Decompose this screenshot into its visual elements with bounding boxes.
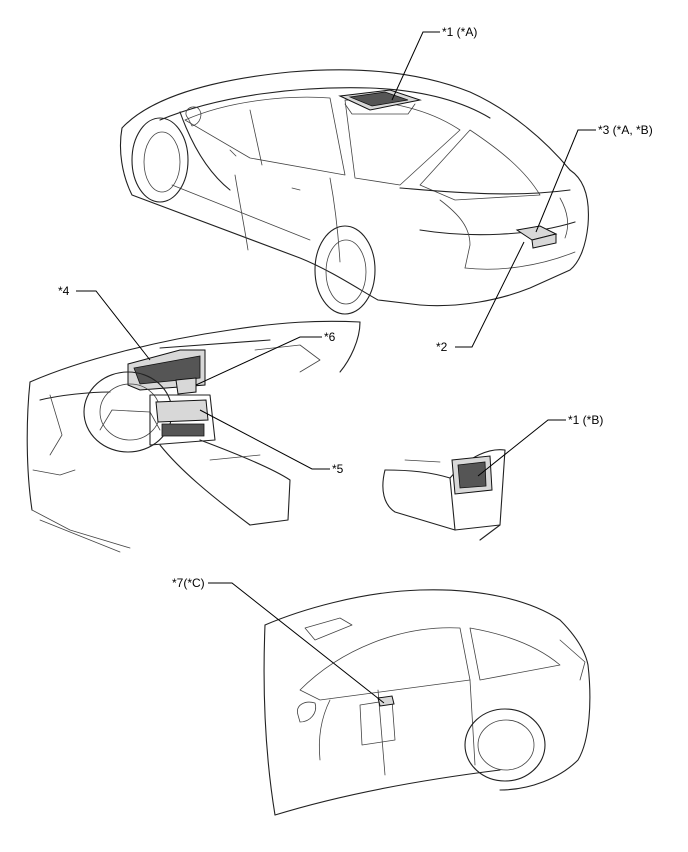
trunk-module	[515, 225, 558, 249]
callout-5: *5	[332, 462, 344, 476]
sedan-rear-view	[119, 69, 589, 315]
callout-3: *3 (*A, *B)	[598, 123, 653, 137]
leader-c7	[208, 582, 385, 704]
callout-7: *7(*C)	[172, 576, 205, 590]
callout-6: *6	[324, 330, 336, 344]
leader-lines	[76, 31, 596, 704]
rear-seat-display	[451, 455, 493, 495]
door-module	[377, 695, 395, 707]
leader-c5	[199, 409, 330, 470]
callout-1a: *1 (*A)	[442, 25, 477, 39]
leader-c1b	[477, 419, 566, 477]
leader-c2	[455, 241, 525, 348]
leader-c4	[76, 290, 151, 361]
sedan-side-view	[263, 589, 591, 816]
leader-c1a	[391, 31, 440, 101]
callout-2: *2	[436, 340, 448, 354]
rear-seat-view	[382, 449, 506, 541]
callout-1b: *1 (*B)	[568, 413, 603, 427]
leader-c3	[535, 129, 596, 233]
callout-4: *4	[58, 284, 70, 298]
callout-labels: *1 (*A) *3 (*A, *B) *4 *6 *2 *5 *1 (*B) …	[58, 25, 653, 590]
dashboard-interior-view	[26, 320, 361, 553]
roof-display-unit	[338, 89, 422, 115]
leader-c6	[195, 336, 322, 386]
